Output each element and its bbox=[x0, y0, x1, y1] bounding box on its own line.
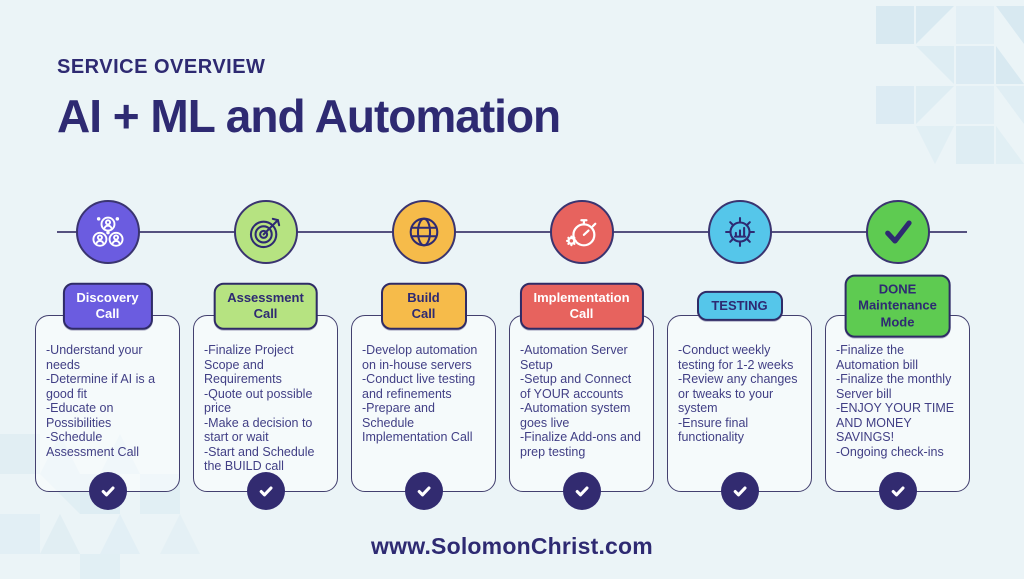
kicker-text: SERVICE OVERVIEW bbox=[57, 56, 266, 78]
timeline-node bbox=[193, 200, 338, 264]
stopwatch-gear-icon bbox=[563, 213, 601, 251]
timeline-node bbox=[509, 200, 654, 264]
bullet-item: -Educate on Possibilities bbox=[46, 401, 114, 430]
bullet-item: -Start and Schedule the BUILD call bbox=[204, 444, 315, 474]
globe-icon bbox=[405, 213, 443, 251]
stage-badge: Discovery Call bbox=[62, 282, 153, 330]
stage-bullets: -Conduct weekly testing for 1-2 weeks-Re… bbox=[678, 343, 802, 445]
stage-card: -Conduct weekly testing for 1-2 weeks-Re… bbox=[667, 315, 812, 510]
header: SERVICE OVERVIEW AI + ML and Automation bbox=[57, 56, 561, 143]
bullet-item: -Conduct live testing and refinements bbox=[362, 372, 476, 401]
bullet-item: -Conduct weekly testing for 1-2 weeks bbox=[678, 343, 794, 372]
stage-card: -Develop automation on in-house servers-… bbox=[351, 315, 496, 510]
timeline-node bbox=[667, 200, 812, 264]
bullet-item: -Ensure final functionality bbox=[678, 415, 749, 445]
stage-complete-badge bbox=[246, 472, 285, 510]
timeline-circle bbox=[391, 200, 456, 264]
stage-complete-badge bbox=[404, 472, 443, 510]
bullet-item: -Quote out possible price bbox=[204, 386, 313, 416]
bullet-item: -Schedule Assessment Call bbox=[46, 430, 140, 459]
timeline-circle bbox=[75, 200, 140, 264]
timeline-line bbox=[57, 231, 967, 233]
page-title: AI + ML and Automation bbox=[57, 90, 561, 142]
bullet-item: -Understand your needs bbox=[46, 343, 143, 372]
check-icon bbox=[729, 480, 751, 502]
checkmark-icon bbox=[879, 213, 917, 251]
stage-badge: Assessment Call bbox=[213, 282, 318, 330]
bullet-item: -Finalize the monthly Server bill bbox=[836, 372, 952, 401]
check-icon bbox=[571, 480, 593, 502]
bullet-item: -Ongoing check-ins bbox=[836, 444, 944, 459]
stage-bullets: -Develop automation on in-house servers-… bbox=[362, 343, 486, 445]
stage-bullets: -Understand your needs-Determine if AI i… bbox=[46, 343, 170, 459]
bullet-item: -Develop automation on in-house servers bbox=[362, 343, 478, 372]
check-icon bbox=[97, 480, 119, 502]
target-arrow-icon bbox=[247, 213, 285, 251]
stage-bullets: -Finalize Project Scope and Requirements… bbox=[204, 343, 328, 474]
timeline-circle bbox=[707, 200, 772, 264]
stage-column: Discovery Call -Understand your needs-De… bbox=[35, 282, 180, 514]
bullet-item: -Prepare and Schedule Implementation Cal… bbox=[362, 401, 473, 444]
stage-column: Implementation Call -Automation Server S… bbox=[509, 282, 654, 514]
bullet-item: -Finalize the Automation bill bbox=[836, 343, 918, 372]
footer-url: www.SolomonChrist.com bbox=[371, 533, 653, 559]
stage-bullets: -Finalize the Automation bill-Finalize t… bbox=[836, 343, 960, 459]
bullet-item: -Automation Server Setup bbox=[520, 343, 628, 372]
bullet-item: -Setup and Connect of YOUR accounts bbox=[520, 372, 632, 401]
check-icon bbox=[413, 480, 435, 502]
stage-cards: Discovery Call -Understand your needs-De… bbox=[0, 274, 1024, 514]
stage-badge: Implementation Call bbox=[519, 282, 644, 330]
corner-pattern-top-right bbox=[876, 6, 1024, 164]
timeline-circle bbox=[233, 200, 298, 264]
stage-column: Assessment Call -Finalize Project Scope … bbox=[193, 282, 338, 514]
bullet-item: -Make a decision to start or wait bbox=[204, 415, 313, 445]
stage-card: -Understand your needs-Determine if AI i… bbox=[35, 315, 180, 510]
stage-complete-badge bbox=[878, 472, 917, 510]
gear-chart-icon bbox=[721, 213, 759, 251]
bullet-item: -Finalize Project Scope and Requirements bbox=[204, 343, 294, 386]
timeline-circle bbox=[865, 200, 930, 264]
timeline-node bbox=[351, 200, 496, 264]
stage-complete-badge bbox=[562, 472, 601, 510]
timeline-circle bbox=[549, 200, 614, 264]
timeline-node bbox=[35, 200, 180, 264]
timeline bbox=[0, 200, 1024, 264]
check-icon bbox=[255, 480, 277, 502]
stage-badge: DONE Maintenance Mode bbox=[844, 274, 951, 338]
bullet-item: -ENJOY YOUR TIME AND MONEY SAVINGS! bbox=[836, 401, 955, 444]
stage-column: TESTING -Conduct weekly testing for 1-2 … bbox=[667, 284, 812, 514]
stage-column: Build Call -Develop automation on in-hou… bbox=[351, 282, 496, 514]
bullet-item: -Automation system goes live bbox=[520, 401, 631, 430]
check-icon bbox=[887, 480, 909, 502]
people-group-icon bbox=[89, 213, 127, 251]
stage-card: -Automation Server Setup-Setup and Conne… bbox=[509, 315, 654, 510]
stage-badge: TESTING bbox=[696, 290, 783, 322]
bullet-item: -Finalize Add-ons and prep testing bbox=[520, 430, 641, 459]
bullet-item: -Determine if AI is a good fit bbox=[46, 372, 156, 401]
stage-bullets: -Automation Server Setup-Setup and Conne… bbox=[520, 343, 644, 459]
stage-card: -Finalize the Automation bill-Finalize t… bbox=[825, 315, 970, 510]
stage-complete-badge bbox=[88, 472, 127, 510]
stage-card: -Finalize Project Scope and Requirements… bbox=[193, 315, 338, 510]
stage-badge: Build Call bbox=[380, 282, 467, 330]
timeline-node bbox=[825, 200, 970, 264]
stage-complete-badge bbox=[720, 472, 759, 510]
stage-column: DONE Maintenance Mode -Finalize the Auto… bbox=[825, 274, 970, 514]
bullet-item: -Review any changes or tweaks to your sy… bbox=[678, 372, 798, 415]
